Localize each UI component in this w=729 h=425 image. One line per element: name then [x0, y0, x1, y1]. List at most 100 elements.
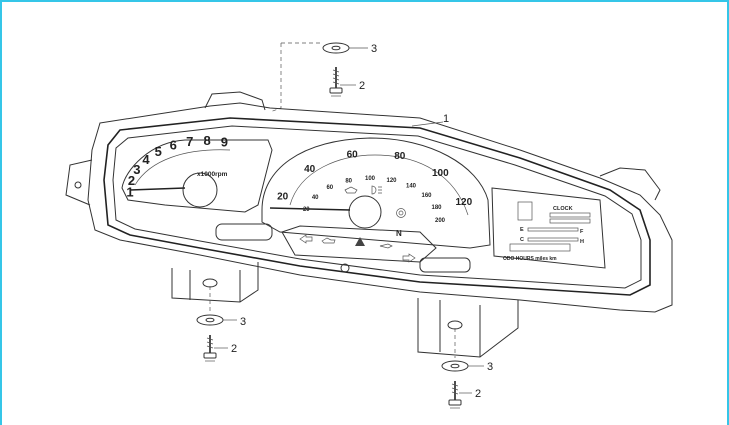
tachometer-needle [129, 187, 186, 191]
speed-inner-label-4: 100 [365, 176, 376, 182]
lower-leg-left [171, 262, 259, 303]
tach-digit-3: 4 [142, 152, 150, 167]
speed-inner-label-7: 160 [421, 193, 432, 199]
speedometer-needle [269, 207, 351, 211]
leader-main [411, 121, 444, 127]
oil-warning-icon [344, 186, 358, 194]
lcd-panel: CLOCK E F C H ODO HOURS miles km [491, 187, 606, 269]
callout-main: 1 [443, 113, 449, 125]
speed-outer-label-4: 100 [432, 168, 449, 179]
speed-outer-label-1: 40 [304, 164, 316, 175]
speedometer-outer-labels: 20 40 60 80 100 120 [277, 149, 472, 208]
washer-top [322, 42, 350, 54]
screw-left [203, 335, 217, 362]
bezel-inner-edge [112, 125, 642, 289]
callout-screw-top: 2 [359, 80, 365, 92]
fuel-icon [379, 243, 393, 249]
housing-outer [87, 102, 673, 313]
callout-screw-right: 2 [475, 388, 481, 400]
washer-left [196, 314, 224, 326]
indicator-strip [215, 223, 471, 273]
image-frame-left [0, 0, 2, 425]
cluster-housing [65, 91, 673, 358]
temp-bar [527, 237, 579, 242]
callout-washer-top: 3 [371, 43, 377, 55]
washer-left-hole [205, 317, 215, 323]
fuel-e-label: E [520, 227, 524, 233]
speed-inner-label-1: 40 [312, 195, 319, 201]
speed-outer-label-0: 20 [277, 191, 289, 202]
speed-outer-label-3: 80 [394, 151, 406, 162]
speedometer-arc [289, 154, 469, 216]
washer-right-hole [450, 363, 460, 369]
speed-inner-label-3: 80 [345, 179, 352, 185]
image-frame-top [0, 0, 729, 2]
turn-left-icon [299, 234, 313, 244]
speed-outer-label-5: 120 [455, 197, 472, 208]
brake-warning-icon [396, 208, 406, 218]
speed-inner-label-0: 20 [303, 207, 310, 213]
tach-digit-5: 6 [170, 138, 177, 153]
odo-label: ODO HOURS miles km [503, 256, 557, 262]
lower-leg-right [417, 298, 519, 358]
callout-washer-left: 3 [240, 316, 246, 328]
lower-leg-right-hole [447, 320, 463, 330]
callout-screw-left: 2 [231, 343, 237, 355]
right-lens [419, 257, 471, 273]
tachometer-face [121, 139, 273, 213]
clock-digits [549, 212, 591, 224]
lower-leg-left-hole [202, 278, 218, 288]
oil-pressure-icon [321, 237, 336, 244]
right-fastener-group: 3 2 [441, 328, 493, 409]
top-bracket [204, 91, 266, 111]
image-frame-right [727, 0, 729, 425]
screw-top [329, 67, 343, 97]
mount-hole-lower [340, 263, 350, 273]
tach-digit-2: 3 [133, 162, 140, 177]
odometer-digits [509, 243, 571, 252]
left-fastener-group: 3 2 [196, 286, 246, 362]
lower-leg-left-edges [189, 270, 241, 302]
tach-digit-6: 7 [186, 134, 193, 149]
temp-h-label: H [580, 239, 584, 245]
speed-inner-label-6: 140 [406, 184, 417, 190]
fuel-bar [527, 227, 579, 232]
indicator-lens [281, 225, 437, 263]
tach-digit-0: 1 [126, 185, 133, 200]
tach-digit-1: 2 [128, 173, 135, 188]
washer-top-hole [331, 45, 341, 51]
tachometer-arc [134, 149, 231, 186]
speed-inner-label-8: 180 [431, 205, 442, 211]
dashed-leader-top [269, 43, 282, 113]
left-lens [215, 223, 273, 241]
speed-inner-label-2: 60 [326, 185, 333, 191]
top-fastener-group: 3 2 [269, 42, 377, 113]
callout-washer-right: 3 [487, 361, 493, 373]
left-tab-hole [74, 181, 82, 189]
speed-outer-label-2: 60 [347, 149, 359, 160]
bezel [103, 117, 651, 296]
speedometer-face [261, 137, 491, 249]
tach-digit-7: 8 [203, 133, 210, 148]
neutral-indicator: N [396, 229, 402, 238]
headlight-icon [371, 185, 382, 195]
tach-digit-4: 5 [155, 144, 162, 159]
clock-label: CLOCK [553, 206, 573, 212]
washer-right [441, 360, 469, 372]
turn-right-icon [402, 253, 416, 263]
speedometer-hub [348, 195, 382, 229]
tachometer-unit: x1000rpm [197, 171, 228, 178]
speed-inner-label-5: 120 [386, 178, 397, 184]
right-bracket [599, 167, 661, 201]
hazard-icon [355, 237, 365, 246]
temp-c-label: C [520, 237, 524, 243]
speed-inner-label-9: 200 [435, 218, 446, 224]
tachometer-hub [182, 172, 218, 208]
lower-leg-right-edges [439, 300, 481, 357]
gear-digit [517, 201, 533, 221]
left-tab [65, 159, 93, 206]
